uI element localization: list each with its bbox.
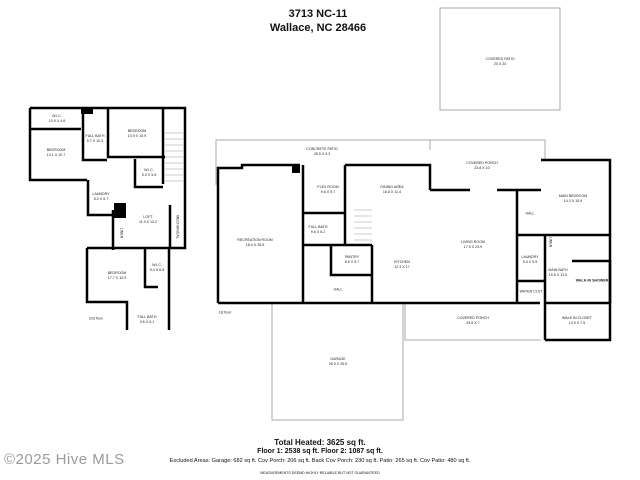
walls: [28, 106, 612, 342]
room-label: HALL: [525, 211, 535, 216]
covered-porch-outline: [430, 139, 546, 160]
disclaimer: MEASUREMENTS DEEMD HIGHLY RELIABLE BUT N…: [260, 471, 380, 475]
concrete-patio-outline: [215, 139, 431, 185]
floor-areas: Floor 1: 2538 sq ft. Floor 2: 1087 sq ft…: [257, 448, 383, 455]
excluded-areas: Excluded Areas: Garage: 682 sq ft. Cov P…: [169, 458, 471, 464]
room-label: LINEN: [119, 227, 124, 239]
room-label: HALL: [333, 287, 343, 292]
watermark: ©2025 Hive MLS: [4, 451, 125, 468]
room-label: WATER CLST: [519, 289, 543, 294]
room-label: W.I.C.5.3 X 5.5: [141, 168, 157, 177]
covered-patio-outline: [439, 7, 561, 111]
back-porch-outline: [404, 303, 541, 341]
room-label: WALK-IN SHOWER: [575, 278, 609, 283]
room-label: W.I.C.10.9 X 4.6: [48, 114, 66, 123]
address-title: 3713 NC-11: [288, 8, 348, 20]
room-label: MECHANICAL: [175, 215, 180, 239]
room-label: W.I.C.5.4 X 6.8: [149, 263, 165, 272]
total-heated: Total Heated: 3625 sq ft.: [274, 438, 366, 447]
room-label: LINEN: [548, 236, 553, 248]
stairs-icon: [165, 132, 372, 241]
city-title: Wallace, NC 28466: [269, 22, 367, 34]
floor-label: 2nd floor: [89, 316, 103, 321]
floor-label: 1st floor: [218, 310, 232, 315]
